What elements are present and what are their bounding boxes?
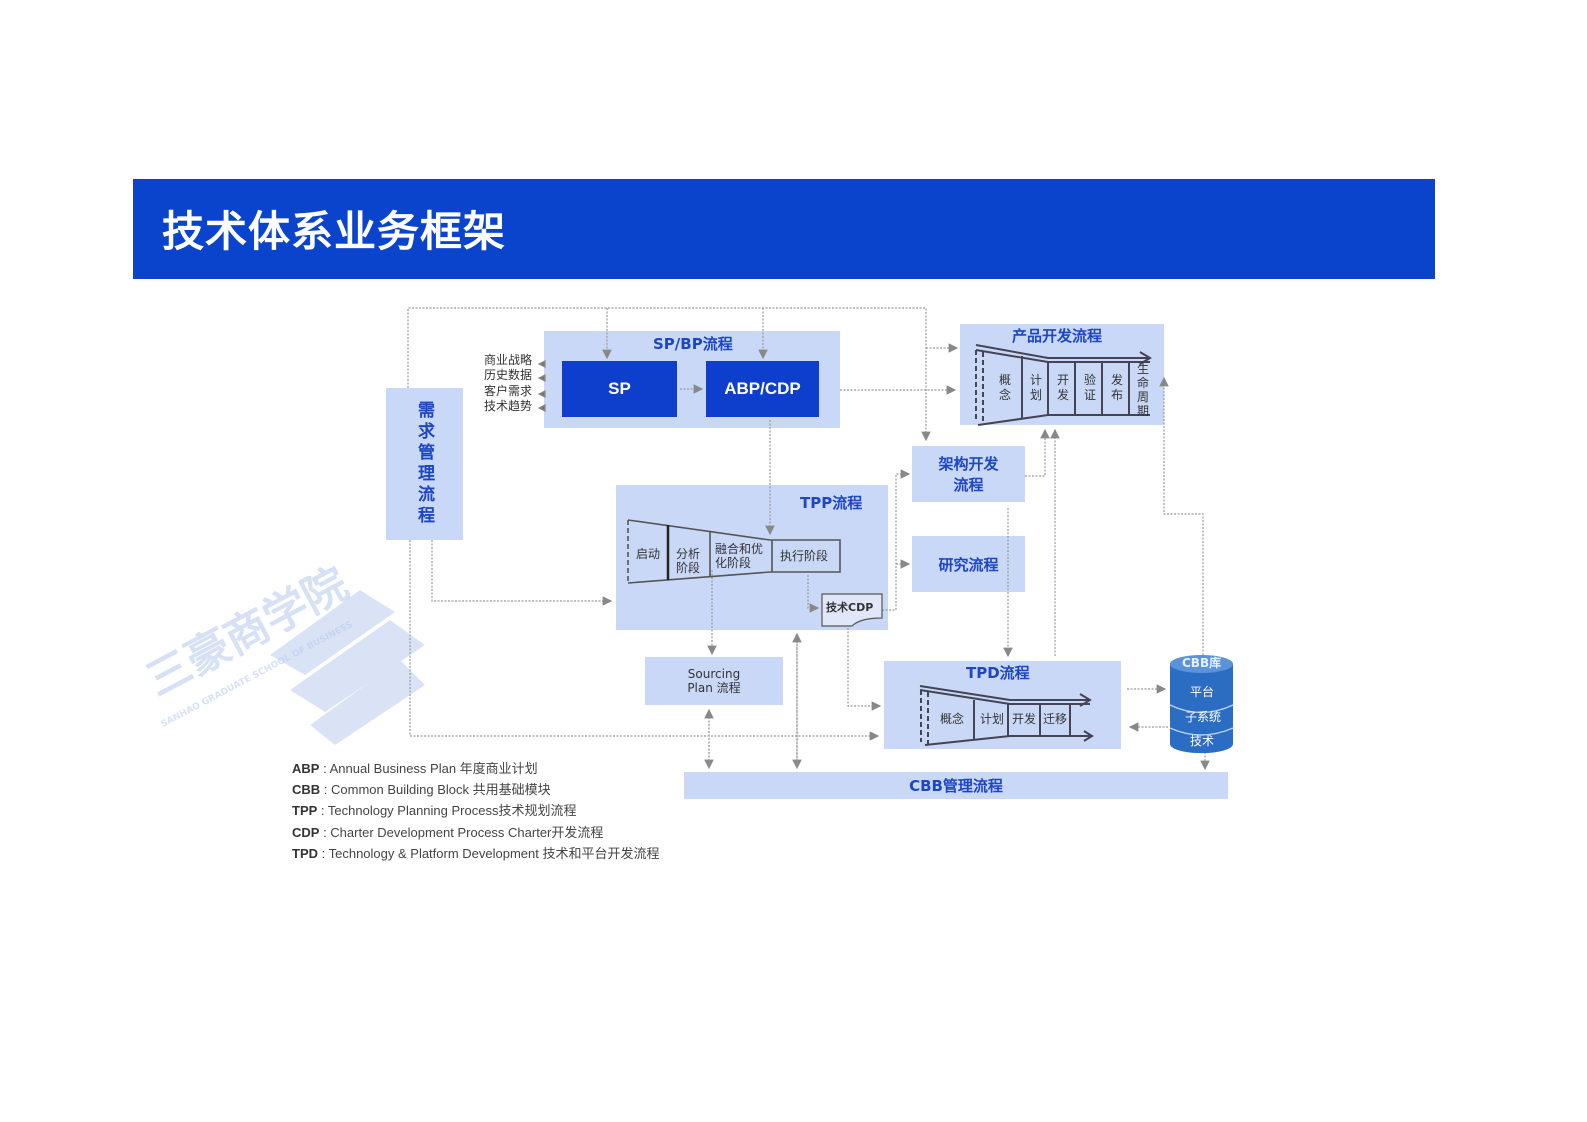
input-label: 商业战略 <box>484 353 533 367</box>
tpp-funnel <box>627 519 841 584</box>
research-label: 研究流程 <box>938 555 999 574</box>
product-stage: 生命周期 <box>1137 362 1150 418</box>
spbp-title: SP/BP流程 <box>653 335 733 353</box>
cbb-management-label: CBB管理流程 <box>909 777 1003 795</box>
abp-cdp-box[interactable]: ABP/CDP <box>706 361 819 417</box>
sourcing-plan-label: Sourcing Plan 流程 <box>687 667 741 695</box>
tpp-stage: 执行阶段 <box>780 549 829 563</box>
input-label: 技术趋势 <box>484 399 533 413</box>
header-bar <box>133 179 1435 279</box>
tpd-stage: 迁移 <box>1043 712 1068 726</box>
tpp-stage: 启动 <box>636 547 661 561</box>
sp-box[interactable]: SP <box>562 361 677 417</box>
abbreviation-legend: ABP : Annual Business Plan 年度商业计划 CBB : … <box>292 758 660 864</box>
cbb-library-item: 平台 <box>1190 685 1215 699</box>
product-stage: 开发 <box>1057 373 1070 402</box>
tpp-title: TPP流程 <box>800 494 863 512</box>
legend-item: ABP : Annual Business Plan 年度商业计划 <box>292 761 538 776</box>
tech-cdp-label[interactable]: 技术CDP <box>826 601 874 614</box>
cbb-management-bar[interactable]: CBB管理流程 <box>684 772 1228 799</box>
legend-item: CBB : Common Building Block 共用基础模块 <box>292 782 551 798</box>
tpp-stage: 融合和优化阶段 <box>715 542 764 570</box>
input-label: 历史数据 <box>484 368 533 382</box>
arch-dev-label: 架构开发流程 <box>938 455 999 494</box>
product-funnel <box>975 344 1152 426</box>
demand-management-box[interactable]: 需求管理流程 <box>386 388 463 540</box>
sourcing-plan-box[interactable]: Sourcing Plan 流程 <box>645 657 783 705</box>
product-stage: 概念 <box>999 373 1012 402</box>
product-stage: 验证 <box>1084 373 1097 402</box>
demand-label: 需求管理流程 <box>414 401 434 527</box>
tpd-stage: 开发 <box>1012 712 1037 726</box>
cbb-library-title: CBB库 <box>1182 656 1222 670</box>
tpp-stage: 分析阶段 <box>676 547 701 575</box>
page-title: 技术体系业务框架 <box>162 207 507 256</box>
tpd-stage: 概念 <box>940 712 965 726</box>
tech-cdp-doc <box>821 593 883 627</box>
product-stage: 计划 <box>1030 373 1043 402</box>
product-dev-title: 产品开发流程 <box>1012 327 1103 345</box>
product-stage: 发布 <box>1111 373 1124 402</box>
tpd-stage: 计划 <box>980 712 1005 726</box>
legend-item: TPP : Technology Planning Process技术规划流程 <box>292 803 577 819</box>
legend-item: CDP : Charter Development Process Charte… <box>292 824 604 840</box>
cbb-library-item: 技术 <box>1190 734 1215 748</box>
cbb-library-cylinder <box>1169 655 1234 754</box>
research-box[interactable]: 研究流程 <box>912 536 1025 592</box>
tpd-title: TPD流程 <box>966 664 1030 682</box>
input-label: 客户需求 <box>484 384 533 398</box>
tpd-funnel <box>919 685 1094 746</box>
cbb-library-item: 子系统 <box>1185 710 1222 724</box>
arch-dev-box[interactable]: 架构开发流程 <box>912 446 1025 502</box>
legend-item: TPD : Technology & Platform Development … <box>292 845 660 861</box>
